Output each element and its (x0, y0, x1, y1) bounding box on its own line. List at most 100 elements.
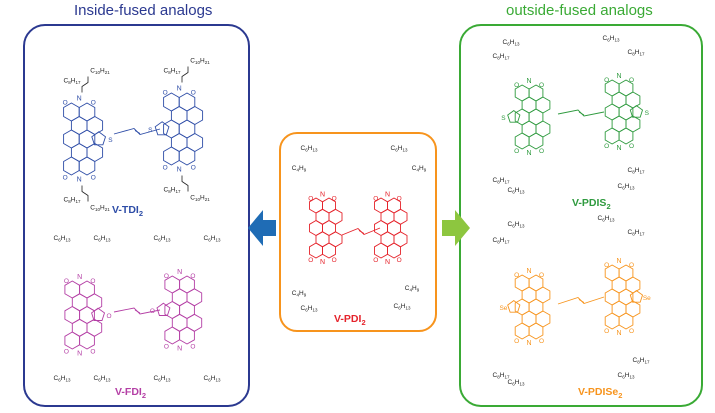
imide-n: N (320, 259, 325, 266)
imide-n: N (77, 350, 82, 357)
alkyl-chain-label: C6H13 (603, 35, 620, 43)
alkyl-chain-label: C8H17 (164, 187, 181, 195)
alkyl-chain-label: C10H21 (90, 68, 110, 76)
alkyl-chain-label: C8H17 (633, 357, 650, 365)
carbonyl-o: O (190, 343, 195, 350)
alkyl-chain-label: C8H17 (493, 53, 510, 61)
carbonyl-o: O (90, 278, 95, 285)
parent-compound-panel (279, 132, 437, 332)
carbonyl-o: O (514, 148, 519, 155)
imide-n: N (177, 86, 182, 93)
imide-n: N (385, 191, 390, 198)
carbonyl-o: O (604, 77, 609, 84)
carbonyl-o: O (604, 262, 609, 269)
alkyl-chain-label: C8H17 (493, 237, 510, 245)
carbonyl-o: O (191, 165, 196, 172)
inside-fused-panel (23, 24, 250, 407)
carbonyl-o: O (539, 82, 544, 89)
carbonyl-o: O (63, 100, 68, 107)
v-pdi2-label: V-PDI2 (334, 313, 366, 328)
alkyl-chain-label: C6H13 (54, 235, 71, 243)
outside-fused-title: outside-fused analogs (506, 2, 653, 19)
imide-n: N (617, 330, 622, 337)
alkyl-chain-label: C8H17 (164, 68, 181, 76)
imide-n: N (177, 345, 182, 352)
imide-n: N (617, 145, 622, 152)
carbonyl-o: O (308, 257, 313, 264)
imide-n: N (77, 96, 82, 103)
imide-n: N (617, 258, 622, 265)
carbonyl-o: O (539, 148, 544, 155)
carbonyl-o: O (332, 257, 337, 264)
carbonyl-o: O (191, 90, 196, 97)
alkyl-chain-label: C4H9 (412, 165, 427, 173)
alkyl-chain-label: C6H13 (204, 235, 221, 243)
carbonyl-o: O (604, 143, 609, 150)
carbonyl-o: O (629, 262, 634, 269)
arrow-left-icon (248, 210, 276, 246)
carbonyl-o: O (308, 195, 313, 202)
alkyl-chain-label: C6H13 (54, 375, 71, 383)
heteroatom-label: Se (499, 305, 507, 312)
alkyl-chain-label: C8H17 (628, 229, 645, 237)
alkyl-chain-label: C6H13 (204, 375, 221, 383)
alkyl-chain-label: C4H9 (292, 290, 307, 298)
carbonyl-o: O (163, 90, 168, 97)
outside-fused-panel (459, 24, 703, 407)
imide-n: N (77, 177, 82, 184)
carbonyl-o: O (64, 348, 69, 355)
alkyl-chain-label: C6H13 (301, 305, 318, 313)
alkyl-chain-label: C8H17 (628, 49, 645, 57)
heteroatom-label: S (501, 115, 506, 122)
imide-n: N (320, 191, 325, 198)
alkyl-chain-label: C8H17 (493, 177, 510, 185)
alkyl-chain-label: C6H13 (618, 372, 635, 380)
carbonyl-o: O (629, 77, 634, 84)
imide-n: N (177, 269, 182, 276)
alkyl-chain-label: C6H13 (508, 221, 525, 229)
alkyl-chain-label: C6H13 (301, 145, 318, 153)
carbonyl-o: O (514, 272, 519, 279)
alkyl-chain-label: C6H13 (618, 183, 635, 191)
alkyl-chain-label: C8H17 (64, 78, 81, 86)
heteroatom-label: S (148, 127, 153, 134)
carbonyl-o: O (629, 328, 634, 335)
v-tdi2-label: V-TDI2 (112, 204, 144, 219)
heteroatom-label: S (108, 137, 113, 144)
imide-n: N (527, 340, 532, 347)
v-pdise2-label: V-PDISe2 (578, 386, 623, 401)
imide-n: N (77, 274, 82, 281)
carbonyl-o: O (91, 100, 96, 107)
alkyl-chain-label: C4H9 (405, 285, 420, 293)
imide-n: N (527, 150, 532, 157)
alkyl-chain-label: C6H13 (503, 39, 520, 47)
carbonyl-o: O (514, 82, 519, 89)
carbonyl-o: O (539, 338, 544, 345)
carbonyl-o: O (629, 143, 634, 150)
carbonyl-o: O (539, 272, 544, 279)
heteroatom-label: Se (643, 295, 651, 302)
v-fdi2-label: V-FDI2 (115, 386, 147, 401)
imide-n: N (385, 259, 390, 266)
alkyl-chain-label: C6H13 (598, 215, 615, 223)
arrow-right-icon (442, 210, 470, 246)
alkyl-chain-label: C6H13 (154, 235, 171, 243)
carbonyl-o: O (163, 165, 168, 172)
carbonyl-o: O (604, 328, 609, 335)
carbonyl-o: O (90, 348, 95, 355)
carbonyl-o: O (64, 278, 69, 285)
carbonyl-o: O (397, 195, 402, 202)
imide-n: N (527, 268, 532, 275)
carbonyl-o: O (373, 257, 378, 264)
alkyl-chain-label: C10H21 (190, 195, 210, 203)
alkyl-chain-label: C8H17 (628, 167, 645, 175)
carbonyl-o: O (91, 175, 96, 182)
alkyl-chain-label: C10H21 (90, 205, 110, 213)
carbonyl-o: O (164, 343, 169, 350)
inside-fused-title: Inside-fused analogs (74, 2, 213, 19)
